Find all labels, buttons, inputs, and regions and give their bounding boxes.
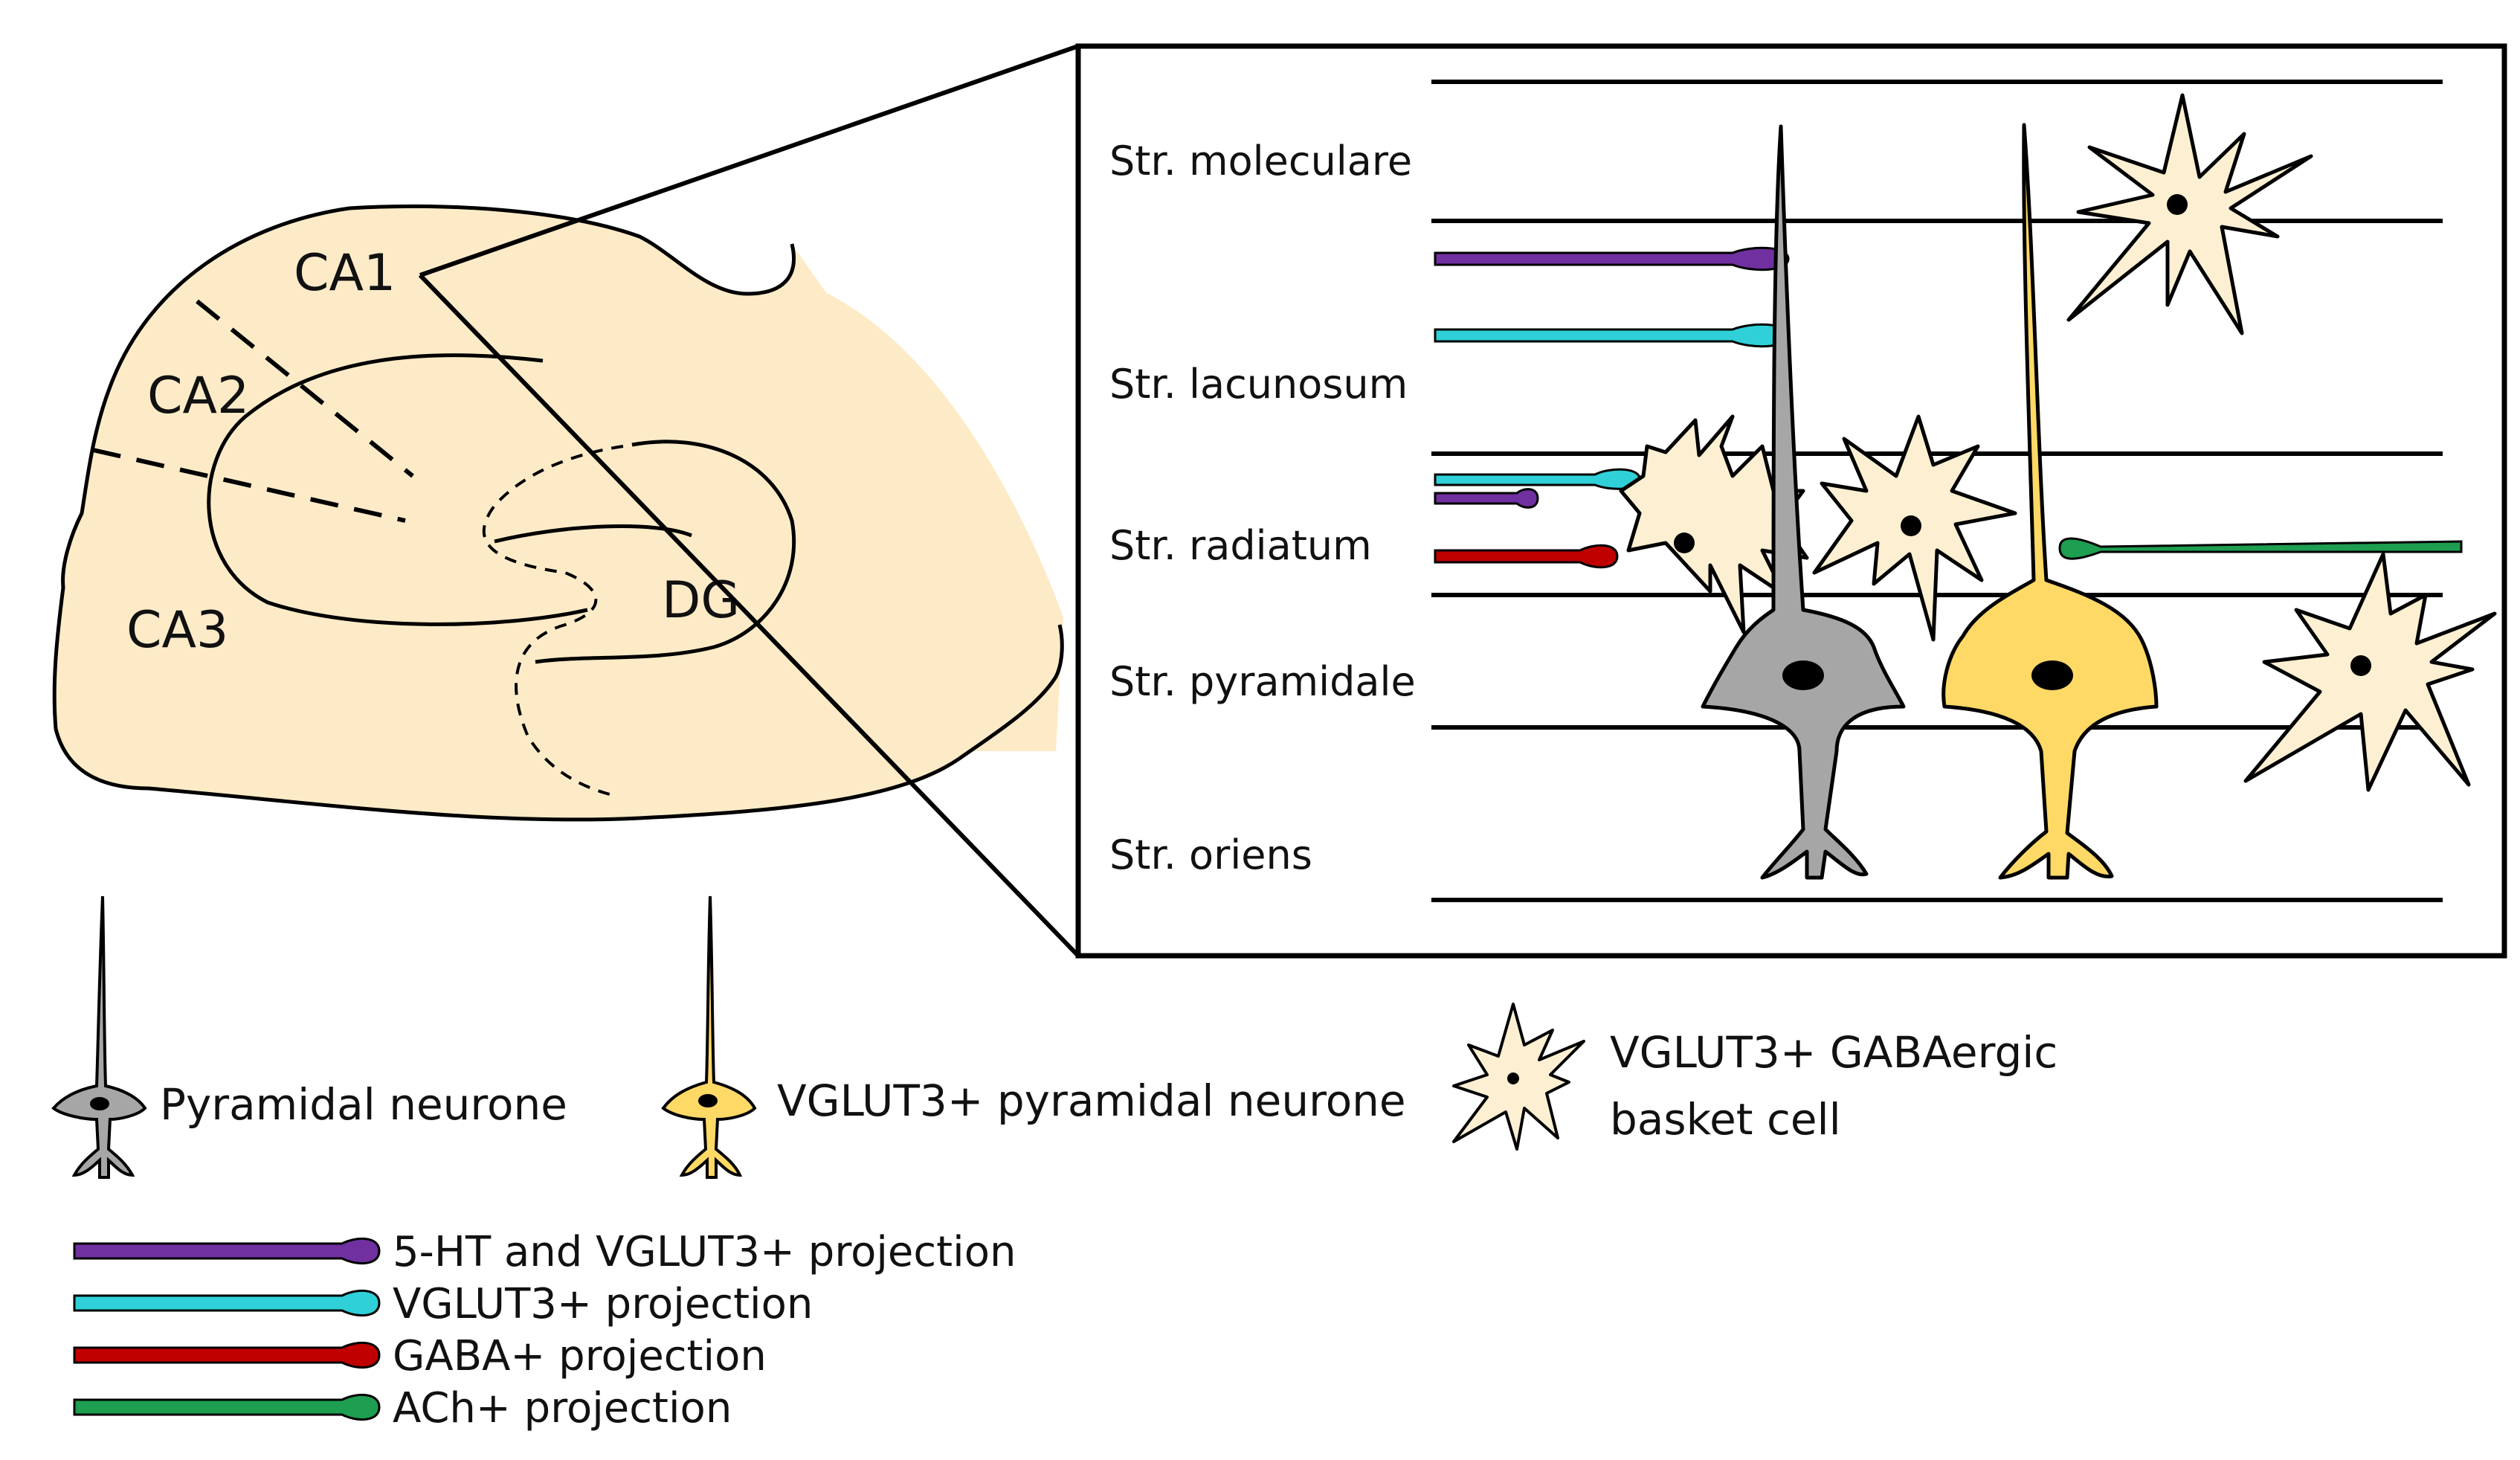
legend-pyramidal-icon — [51, 895, 147, 1179]
legend-bar-vglut3 — [73, 1289, 381, 1317]
region-label-dg: DG — [662, 571, 740, 630]
region-label-ca1: CA1 — [294, 244, 396, 303]
legend-label-5ht-vglut3: 5-HT and VGLUT3+ projection — [393, 1228, 1016, 1276]
basket-cell-right — [2243, 552, 2497, 792]
stratum-label-lacunosum: Str. lacunosum — [1109, 361, 1408, 408]
inset-vglut3-pyramidal-neurone — [1941, 123, 2159, 880]
stratum-label-moleculare: Str. moleculare — [1109, 138, 1412, 184]
inset-projection-5ht-vglut3-short — [1434, 488, 1539, 509]
zoom-lines — [418, 44, 1080, 958]
basket-cell-left — [1619, 414, 1809, 634]
legend-label-basket-cell-line2: basket cell — [1610, 1094, 1841, 1145]
dentate-gyrus-outline — [535, 440, 796, 664]
ca1-ca2-boundary — [196, 299, 414, 478]
stratum-label-oriens: Str. oriens — [1109, 832, 1312, 878]
ca2-ca3-boundary — [92, 448, 406, 523]
region-label-ca3: CA3 — [126, 601, 228, 660]
basket-cell-top — [2066, 93, 2313, 335]
legend-label-vglut3-pyramidal: VGLUT3+ pyramidal neurone — [777, 1075, 1406, 1126]
legend: Pyramidal neurone VGLUT3+ pyramidal neur… — [51, 895, 2057, 1432]
inset-projections — [1434, 246, 2463, 569]
hippocampus-slice: CA1 CA2 CA3 DG — [52, 204, 1064, 822]
inset-projection-ach — [2058, 537, 2463, 560]
inset-pyramidal-neurone — [1701, 124, 1906, 880]
inset-basket-cells — [1619, 93, 2497, 792]
legend-label-gaba-projection: GABA+ projection — [393, 1332, 767, 1380]
legend-label-vglut3-projection: VGLUT3+ projection — [393, 1280, 813, 1328]
ca-pyramidal-layer-line — [207, 353, 588, 626]
legend-basket-cell-icon — [1452, 1003, 1585, 1151]
region-label-ca2: CA2 — [147, 367, 249, 425]
hippocampus-outline — [52, 204, 1064, 822]
legend-label-basket-cell-line1: VGLUT3+ GABAergic — [1610, 1027, 2057, 1078]
inset-projection-5ht-vglut3 — [1434, 246, 1790, 271]
inset-panel: Str. moleculare Str. lacunosum Str. radi… — [1075, 43, 2507, 959]
dentate-gyrus-inner-line — [494, 524, 692, 544]
legend-label-ach-projection: ACh+ projection — [393, 1384, 732, 1432]
legend-bar-5ht-vglut3 — [73, 1237, 381, 1265]
legend-bar-gaba — [73, 1341, 381, 1369]
stratum-label-pyramidale: Str. pyramidale — [1109, 658, 1416, 705]
legend-projection-bars — [73, 1237, 381, 1421]
inset-projection-gaba — [1434, 544, 1619, 569]
legend-label-pyramidal: Pyramidal neurone — [160, 1079, 567, 1130]
stratum-boundaries — [1431, 80, 2443, 902]
legend-vglut3-pyramidal-icon — [661, 895, 757, 1179]
legend-bar-ach — [73, 1393, 381, 1421]
stratum-label-radiatum: Str. radiatum — [1109, 522, 1372, 569]
